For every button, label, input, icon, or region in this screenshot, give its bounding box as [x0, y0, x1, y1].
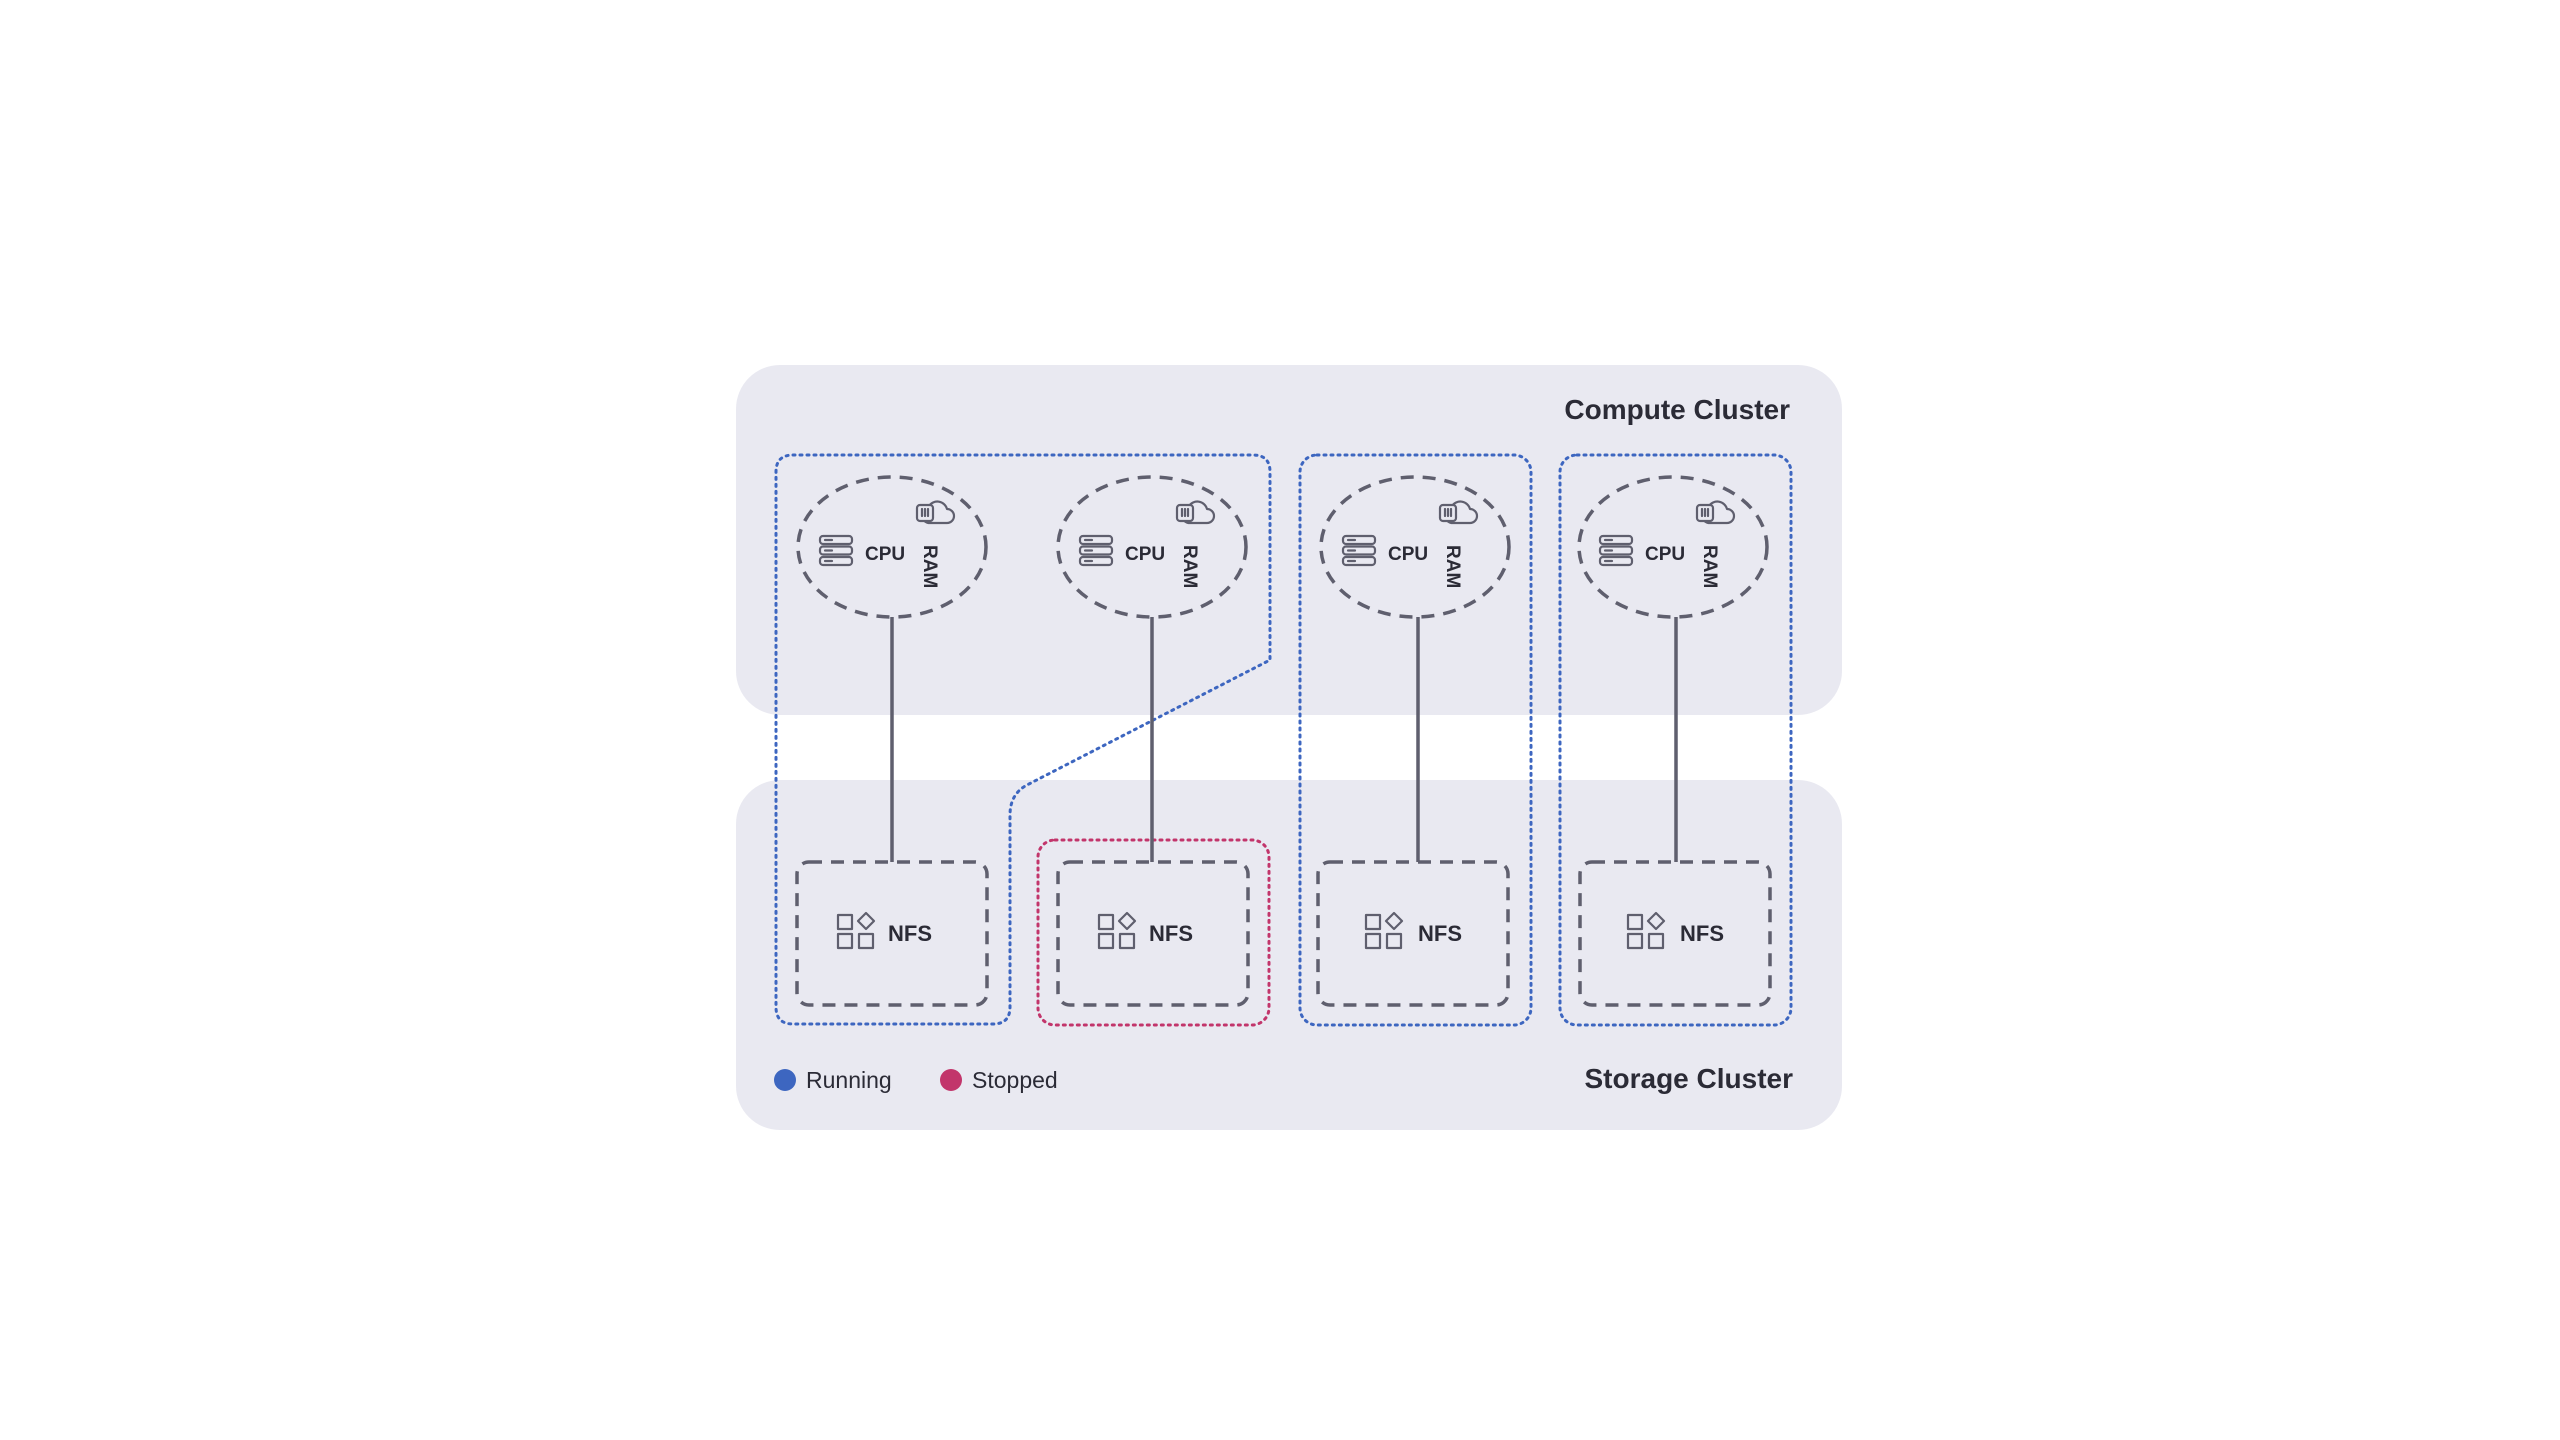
ram-label-3: RAM [1442, 545, 1463, 588]
legend: Running Stopped [774, 1067, 1058, 1093]
compute-cluster-title: Compute Cluster [1564, 394, 1790, 425]
compute-unit-1 [796, 475, 988, 619]
storage-cluster-panel [736, 780, 1842, 1130]
running-group-outline-4 [1558, 453, 1793, 1027]
legend-running-swatch [774, 1069, 796, 1091]
cpu-label-3: CPU [1388, 544, 1428, 565]
storage-cluster-title: Storage Cluster [1585, 1063, 1794, 1094]
cpu-label-1: CPU [865, 544, 905, 565]
compute-unit-2 [1056, 475, 1248, 619]
cpu-label-4: CPU [1645, 544, 1685, 565]
legend-stopped-swatch [940, 1069, 962, 1091]
storage-unit-3 [1316, 860, 1510, 1007]
compute-cluster-panel [736, 365, 1842, 715]
nfs-label-2: NFS [1149, 921, 1193, 946]
ram-label-2: RAM [1179, 545, 1200, 588]
storage-unit-4 [1578, 860, 1772, 1007]
legend-running-label: Running [806, 1067, 892, 1093]
compute-node-2: CPU RAM NFS [1056, 475, 1250, 1007]
nfs-label-1: NFS [888, 921, 932, 946]
compute-node-3: CPU RAM NFS [1316, 475, 1511, 1007]
nfs-label-3: NFS [1418, 921, 1462, 946]
running-group-outline-1 [774, 453, 1272, 1026]
ram-label-4: RAM [1699, 545, 1720, 588]
storage-unit-2 [1056, 860, 1250, 1007]
ram-label-1: RAM [919, 545, 940, 588]
running-group-outline-3 [1298, 453, 1533, 1027]
compute-node-4: CPU RAM NFS [1577, 475, 1772, 1007]
nfs-label-4: NFS [1680, 921, 1724, 946]
compute-unit-4 [1577, 475, 1769, 619]
storage-unit-1 [795, 860, 989, 1007]
cpu-label-2: CPU [1125, 544, 1165, 565]
compute-unit-3 [1319, 475, 1511, 619]
compute-node-1: CPU RAM NFS [795, 475, 989, 1007]
legend-stopped-label: Stopped [972, 1067, 1058, 1093]
